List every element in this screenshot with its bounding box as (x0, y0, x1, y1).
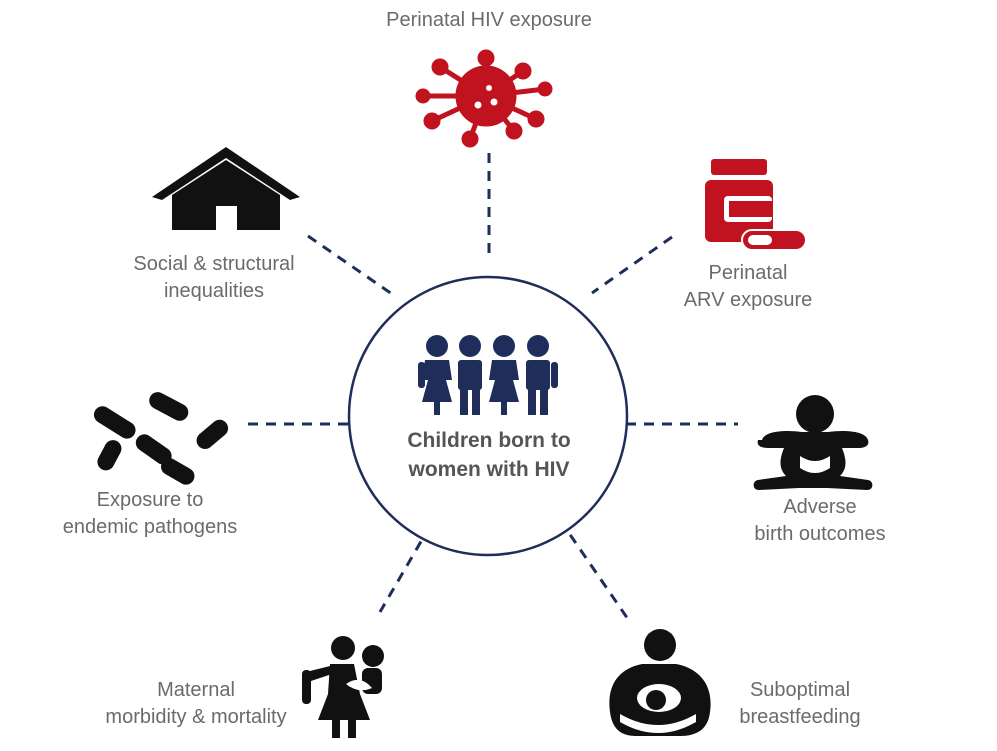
label-breastfeeding-line2: breastfeeding (739, 706, 861, 728)
breastfeeding-icon (609, 629, 711, 736)
connector-arv (591, 235, 673, 295)
label-breastfeeding-line1: Suboptimal (749, 679, 851, 701)
label-arv: Perinatal ARV exposure (658, 260, 838, 314)
label-maternal-line2: morbidity & mortality (105, 706, 287, 728)
label-hiv: Perinatal HIV exposure (339, 7, 639, 34)
label-social: Social & structural inequalities (114, 251, 314, 305)
center-label: Children born to women with HIV (360, 426, 618, 484)
label-birth-line2: birth outcomes (754, 523, 886, 545)
label-social-line1: Social & structural (133, 253, 295, 275)
virus-icon (415, 49, 553, 148)
label-pathogens-line2: endemic pathogens (62, 516, 238, 538)
mother-child-icon (302, 636, 384, 738)
label-pathogens: Exposure to endemic pathogens (45, 487, 255, 541)
center-label-line2: women with HIV (408, 458, 570, 481)
label-breastfeeding: Suboptimal breastfeeding (730, 677, 870, 731)
label-hiv-line1: Perinatal HIV exposure (386, 9, 592, 31)
label-birth: Adverse birth outcomes (735, 494, 905, 548)
pill-bottle-icon (705, 159, 807, 251)
house-icon (152, 147, 300, 230)
infant-icon (753, 395, 873, 490)
label-social-line2: inequalities (163, 280, 265, 302)
connector-social (307, 234, 393, 296)
label-arv-line1: Perinatal (708, 262, 788, 284)
label-maternal-line1: Maternal (157, 679, 235, 701)
center-label-line1: Children born to (407, 429, 571, 452)
bacteria-icon (93, 392, 229, 485)
connector-breastfeeding (558, 519, 632, 623)
four-children-icon (418, 335, 558, 415)
label-maternal: Maternal morbidity & mortality (86, 677, 306, 731)
label-pathogens-line1: Exposure to (96, 489, 204, 511)
center-circle (347, 275, 629, 557)
label-birth-line1: Adverse (783, 496, 857, 518)
label-arv-line2: ARV exposure (683, 289, 813, 311)
